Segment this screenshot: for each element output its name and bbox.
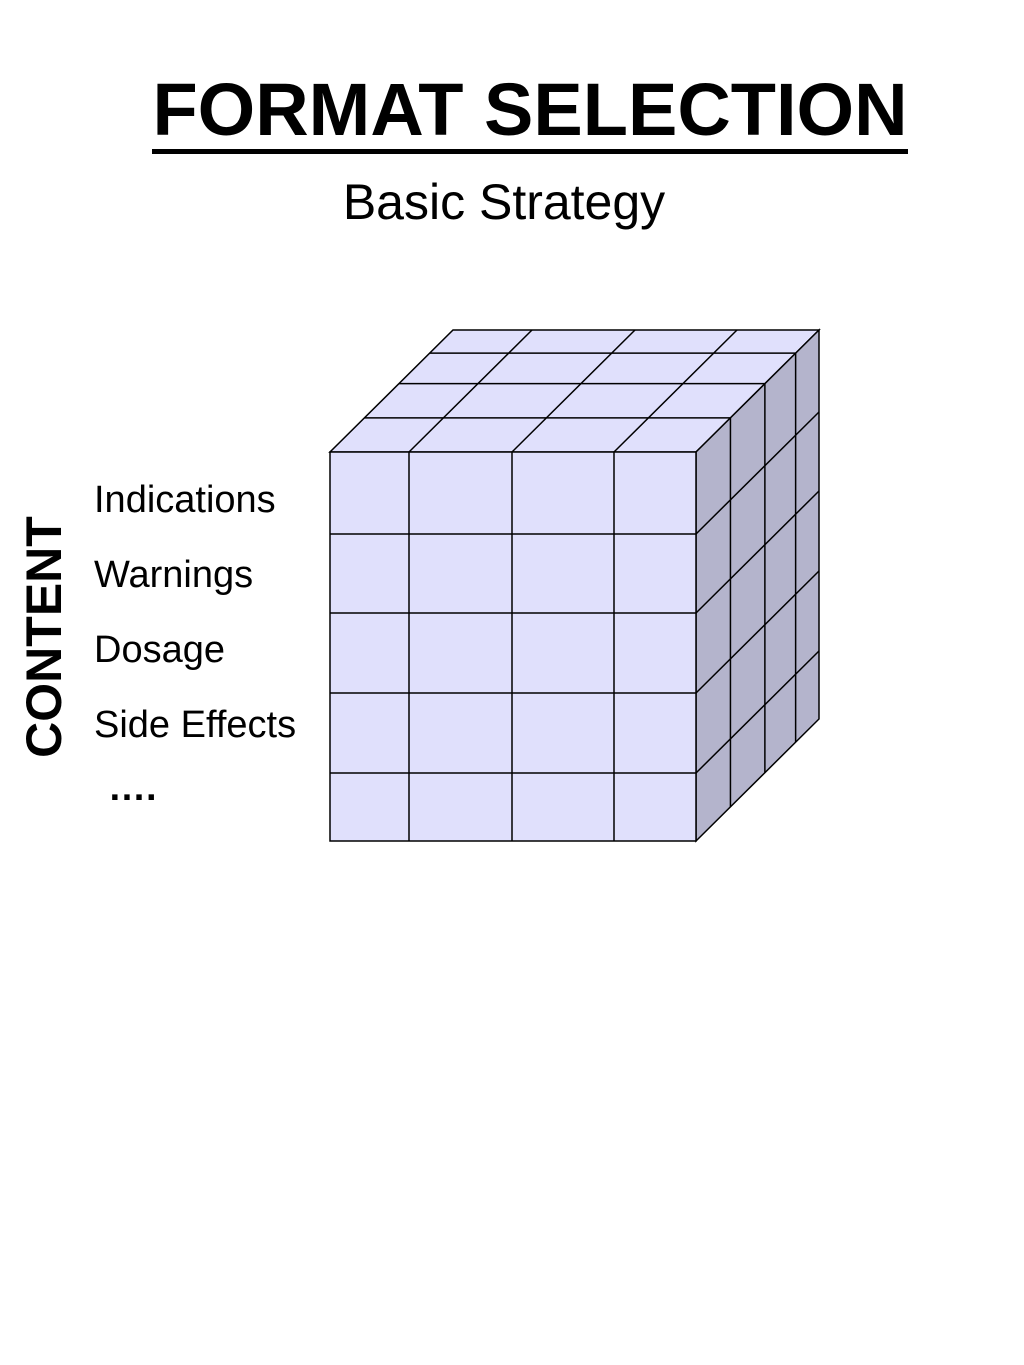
- cube-side-row-line-4: [695, 650, 820, 774]
- cube-front-face: [329, 451, 697, 842]
- cube-side-row-line-1: [695, 411, 820, 535]
- content-item-indications: Indications: [94, 479, 276, 521]
- page-title-text: FORMAT SELECTION: [152, 71, 908, 154]
- page-title: FORMAT SELECTION: [0, 68, 1024, 154]
- content-item-dosage: Dosage: [94, 629, 225, 671]
- cube-side-row-line-3: [695, 570, 820, 694]
- content-item-side-effects: Side Effects: [94, 704, 297, 746]
- cube-top-column-line-2: [511, 329, 636, 453]
- page-subtitle: Basic Strategy: [342, 174, 666, 230]
- cube-top-column-line-1: [408, 329, 533, 453]
- cube-top-column-line-3: [613, 329, 738, 453]
- content-item-warnings: Warnings: [94, 554, 254, 596]
- cube-side-row-line-2: [695, 490, 820, 614]
- content-item-ellipsis: ….: [108, 767, 157, 809]
